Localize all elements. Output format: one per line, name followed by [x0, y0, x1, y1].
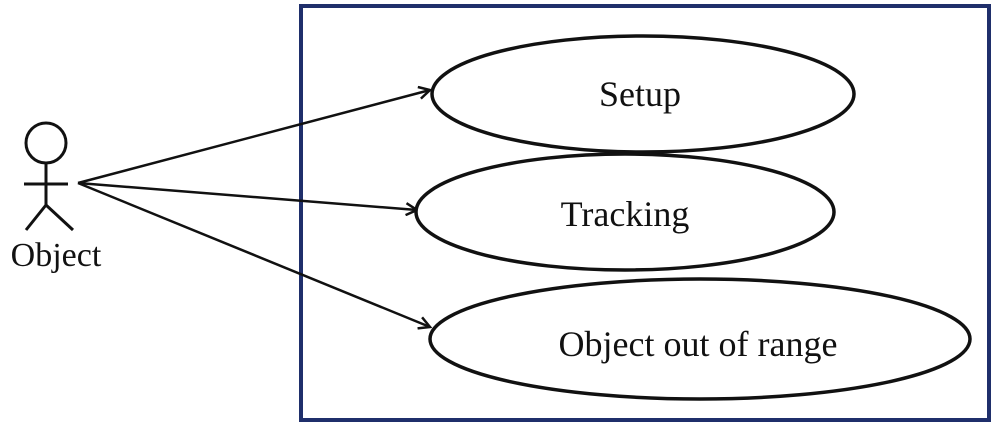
stick-figure-icon	[24, 121, 75, 232]
actor: Object	[11, 121, 102, 274]
use-case-tracking: Tracking	[414, 152, 836, 272]
use-case-object-out-of-range: Object out of range	[428, 277, 972, 401]
association-object-out-of-range	[77, 181, 430, 327]
association-setup	[77, 90, 430, 185]
use-case-ellipse	[430, 34, 856, 154]
associations	[77, 90, 430, 327]
actor-label: Object	[11, 237, 102, 274]
use-case-ellipse	[428, 277, 972, 401]
use-case-label: Object out of range	[559, 324, 838, 364]
association-tracking	[77, 181, 417, 210]
use-case-label: Setup	[599, 74, 681, 114]
use-case-setup: Setup	[430, 34, 856, 154]
use-case-label: Tracking	[561, 194, 690, 234]
use-case-ellipse	[414, 152, 836, 272]
system-boundary	[299, 4, 991, 422]
